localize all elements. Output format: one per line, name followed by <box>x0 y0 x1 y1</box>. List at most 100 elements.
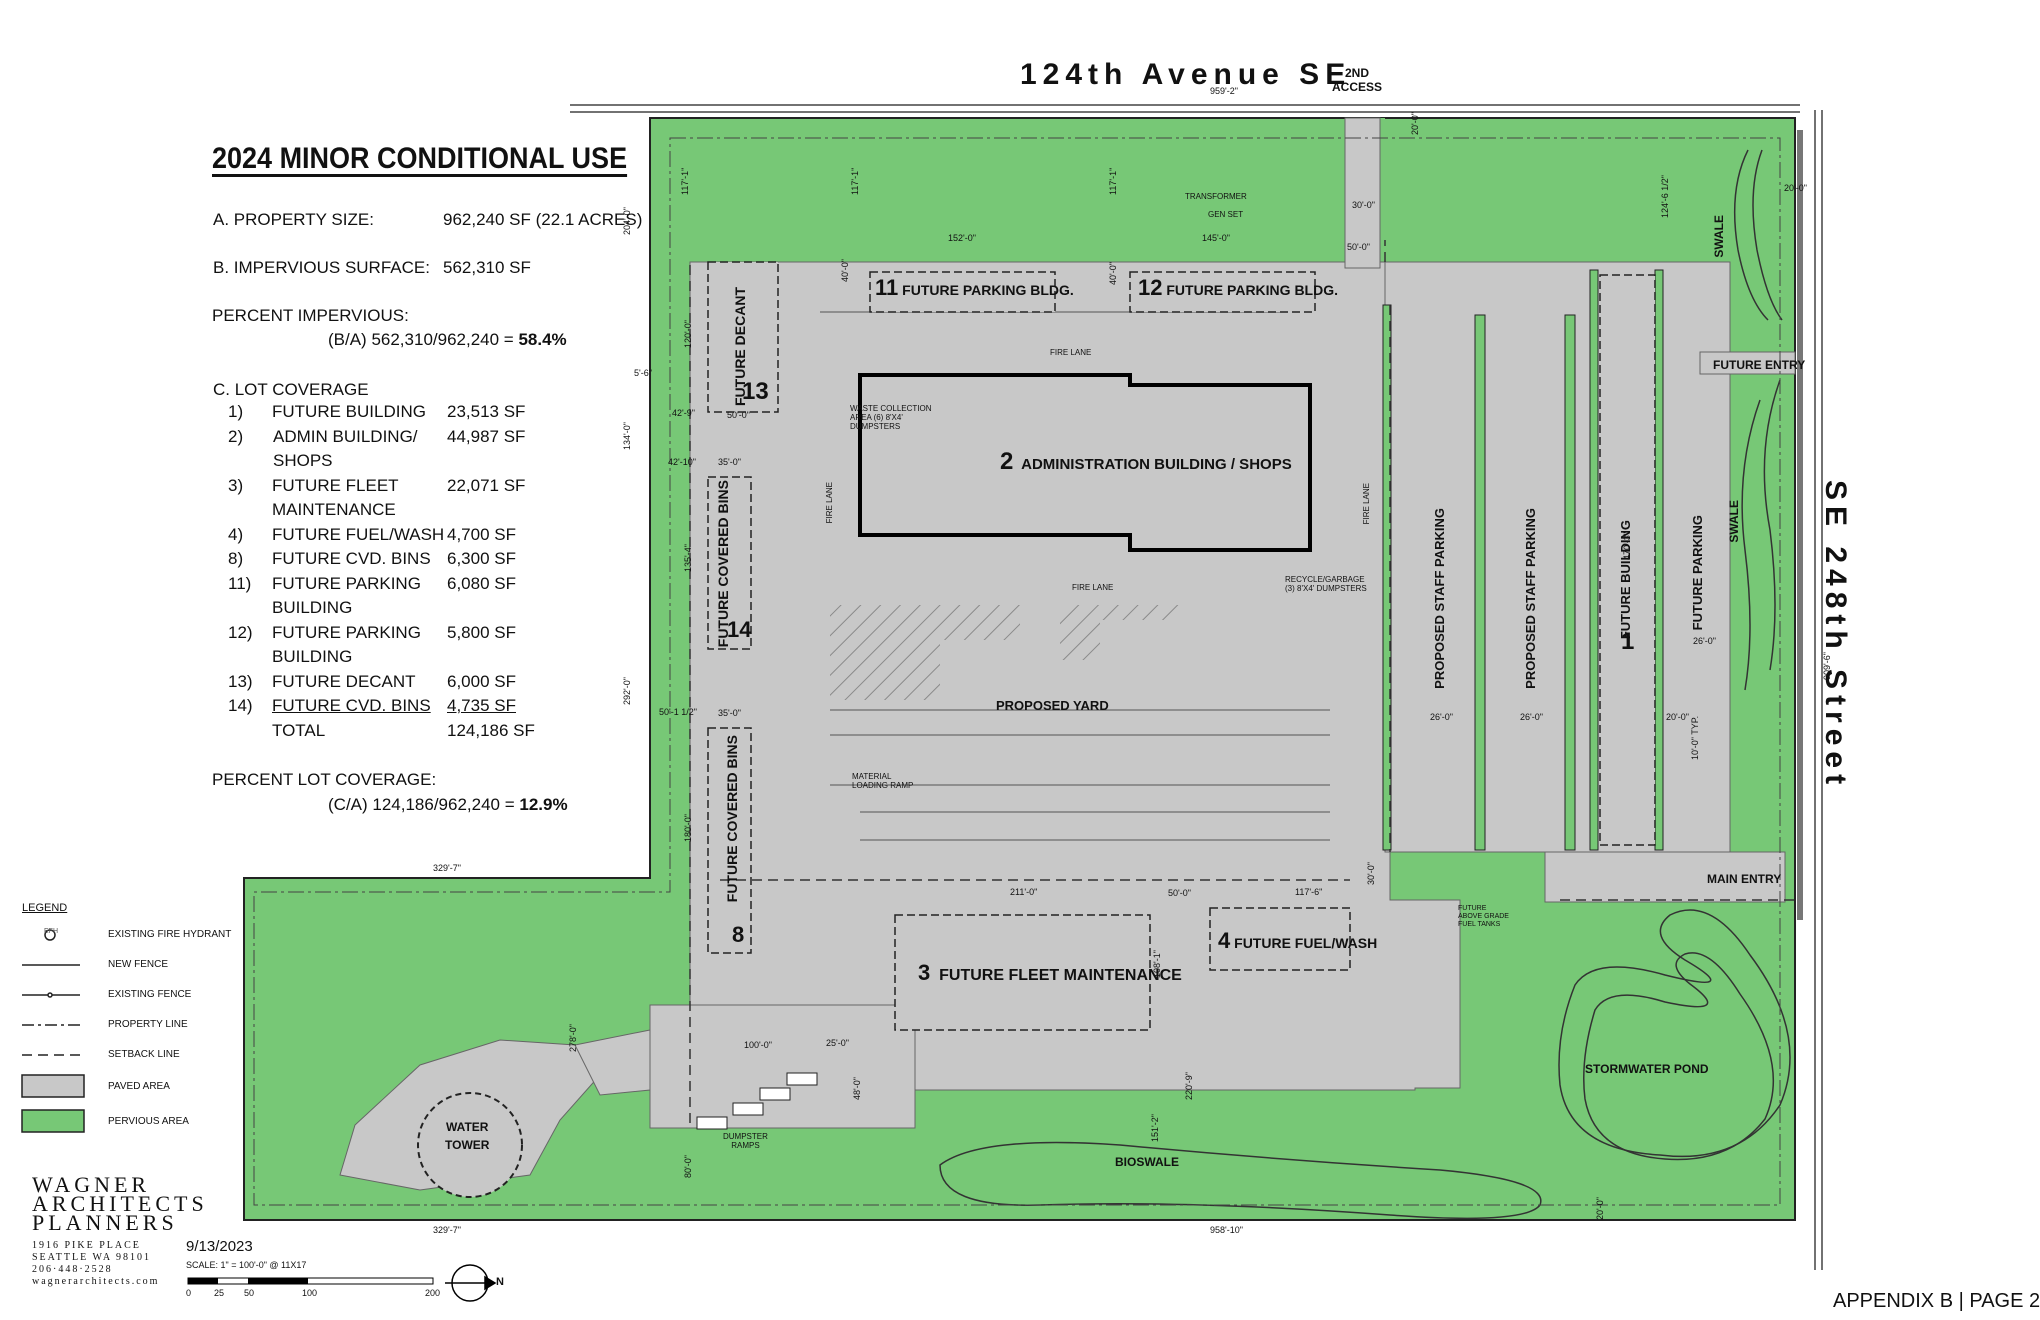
legend-item-existing-fence: EXISTING FENCE <box>108 989 192 1000</box>
main-entry-label: MAIN ENTRY <box>1707 872 1782 886</box>
scale-bar <box>187 1277 434 1285</box>
dimension-d135: 135'-4" <box>683 544 693 572</box>
dimension-d42b: 42'-10" <box>668 457 696 467</box>
lot-item-num: 14) <box>228 696 253 715</box>
building-2-label: 2 ADMINISTRATION BUILDING / SHOPS <box>1000 448 1292 475</box>
legend-item-paved: PAVED AREA <box>108 1081 170 1092</box>
dimension-d35b: 35'-0" <box>718 708 741 718</box>
dimension-d50c: 50'-0" <box>1168 888 1191 898</box>
swale-label-2: SWALE <box>1727 500 1741 543</box>
lot-item-name: FUTURE PARKING <box>272 573 421 593</box>
swale-label-1: SWALE <box>1712 215 1726 258</box>
dimension-d108: 108'-1" <box>1152 950 1162 978</box>
bioswale-label: BIOSWALE <box>1115 1155 1180 1169</box>
dimension-d40b: 40'-0" <box>1108 262 1118 285</box>
setback-line <box>253 137 1781 1206</box>
lot-item-value: 6,000 SF <box>447 671 516 691</box>
future-parking-label: FUTURE PARKING <box>1690 515 1705 631</box>
fuel-tanks-label: FUTURE ABOVE GRADE FUEL TANKS <box>1458 905 1509 928</box>
building-8-name: FUTURE COVERED BINS <box>724 735 740 903</box>
legend-title: LEGEND <box>22 902 68 914</box>
future-building-outlines <box>707 261 1656 1031</box>
scale-tick-200: 200 <box>425 1288 441 1298</box>
lot-item-name: TOTAL <box>272 720 326 740</box>
lot-item-num: 11) <box>228 573 252 593</box>
scale-tick-50: 50 <box>244 1288 255 1298</box>
lot-item-name: FUTURE BUILDING <box>272 402 426 421</box>
fire-lane-label-west: FIRE LANE <box>825 482 834 524</box>
legend-item-new-fence: NEW FENCE <box>108 959 168 970</box>
lot-item-name: FUTURE DECANT <box>272 671 416 691</box>
dimension-d26b: 26'-0" <box>1520 712 1543 722</box>
legend-item-property-line: PROPERTY LINE <box>108 1019 188 1030</box>
dimension-d220: 220'-9" <box>1184 1072 1194 1100</box>
street-lines <box>570 104 1823 1270</box>
future-entry-label: FUTURE ENTRY <box>1713 358 1806 372</box>
north-arrow <box>445 1264 497 1302</box>
dimension-d180: 180'-0" <box>683 814 693 842</box>
lot-item-name: SHOPS <box>273 451 333 470</box>
lot-item-value: 4,700 SF <box>447 524 516 544</box>
lot-item-name: FUTURE FLEET <box>272 475 399 495</box>
dimension-d35a: 35'-0" <box>718 457 741 467</box>
plan-date: 9/13/2023 <box>186 1238 253 1255</box>
dimension-d145: 145'-0" <box>1202 233 1230 243</box>
dimension-d152: 152'-0" <box>948 233 976 243</box>
legend-item-setback-line: SETBACK LINE <box>108 1049 180 1060</box>
building-4-label: 4 FUTURE FUEL/WASH <box>1218 928 1378 953</box>
gen-set-label: GEN SET <box>1208 210 1244 219</box>
percent-impervious-formula: (B/A) 562,310/962,240 = 58.4% <box>328 330 567 349</box>
street-north: 124th Avenue SE <box>1020 58 1352 91</box>
percent-lot-formula: (C/A) 124,186/962,240 = 12.9% <box>328 795 568 814</box>
dimension-d5-6: 5'-6" <box>634 368 652 378</box>
dimension-d20c: 20'-0" <box>1666 712 1689 722</box>
admin-building-outline <box>858 373 1312 552</box>
dimension-d120: 120'-0" <box>683 320 693 348</box>
dimension-left-top: 204'-0" <box>622 207 632 235</box>
dimension-d80: 80'-0" <box>683 1155 693 1178</box>
dimension-d117a: 117'-1" <box>680 167 690 195</box>
dimension-d26c: 26'-0" <box>1693 636 1716 646</box>
lot-item-value: 6,300 SF <box>447 549 516 568</box>
lot-item-value: 44,987 SF <box>447 426 526 446</box>
dimension-d117c: 117'-1" <box>1108 167 1118 195</box>
impervious-value: 562,310 SF <box>443 258 531 277</box>
dimension-d20c: 20'-0" <box>1595 1197 1605 1220</box>
lot-item-value: 5,800 SF <box>447 622 516 642</box>
dimension-top-overall: 959'-2" <box>1210 86 1238 96</box>
lot-item-name: MAINTENANCE <box>272 500 396 519</box>
building-12-label: 12 FUTURE PARKING BLDG. <box>1138 275 1338 300</box>
building-3-label: 3 FUTURE FLEET MAINTENANCE <box>918 960 1182 985</box>
street-east: SE 248th Street <box>1819 480 1852 791</box>
water-tower <box>417 1092 523 1198</box>
scale-tick-100: 100 <box>302 1288 318 1298</box>
dimension-d211: 211'-0" <box>1010 887 1038 897</box>
lot-item-value: 4,735 SF <box>447 696 516 715</box>
fire-lane-label-south: FIRE LANE <box>1072 583 1114 592</box>
lot-item-value: 22,071 SF <box>447 475 526 495</box>
waste-collection-label: WASTE COLLECTION AREA (6) 8'X4' DUMPSTER… <box>850 404 932 431</box>
lot-item-value: 6,080 SF <box>447 573 516 593</box>
legend-item-pervious: PERVIOUS AREA <box>108 1116 189 1127</box>
dimension-d124: 124'-6 1/2" <box>1660 175 1670 218</box>
staff-parking-label-1: PROPOSED STAFF PARKING <box>1432 508 1447 689</box>
dimension-d117b: 117'-1" <box>850 167 860 195</box>
dimension-west-top: 329'-7" <box>433 863 461 873</box>
recycle-label: RECYCLE/GARBAGE (3) 8'X4' DUMPSTERS <box>1285 575 1367 593</box>
dumpster-ramps-label: DUMPSTER RAMPS <box>723 1132 768 1150</box>
staff-parking-label-2: PROPOSED STAFF PARKING <box>1523 508 1538 689</box>
scale-tick-25: 25 <box>214 1288 225 1298</box>
dimension-left-mid: 134'-0" <box>622 422 632 450</box>
scale-label: SCALE: 1" = 100'-0" @ 11X17 <box>186 1260 307 1270</box>
legend-symbols <box>21 929 85 1133</box>
dimension-d42a: 42'-9" <box>672 408 695 418</box>
material-ramp-label: MATERIAL LOADING RAMP <box>852 772 914 790</box>
lot-item-num: 8) <box>228 549 244 568</box>
dimension-d151: 151'-2" <box>1150 1114 1160 1142</box>
dimension-d50b: 50'-0" <box>727 410 750 420</box>
dimension-d40a: 40'-0" <box>840 259 850 282</box>
transformer-label: TRANSFORMER <box>1185 192 1247 201</box>
page-label: APPENDIX B | PAGE 2 <box>1833 1290 2040 1312</box>
lot-item-name: FUTURE CVD. BINS <box>272 549 431 568</box>
